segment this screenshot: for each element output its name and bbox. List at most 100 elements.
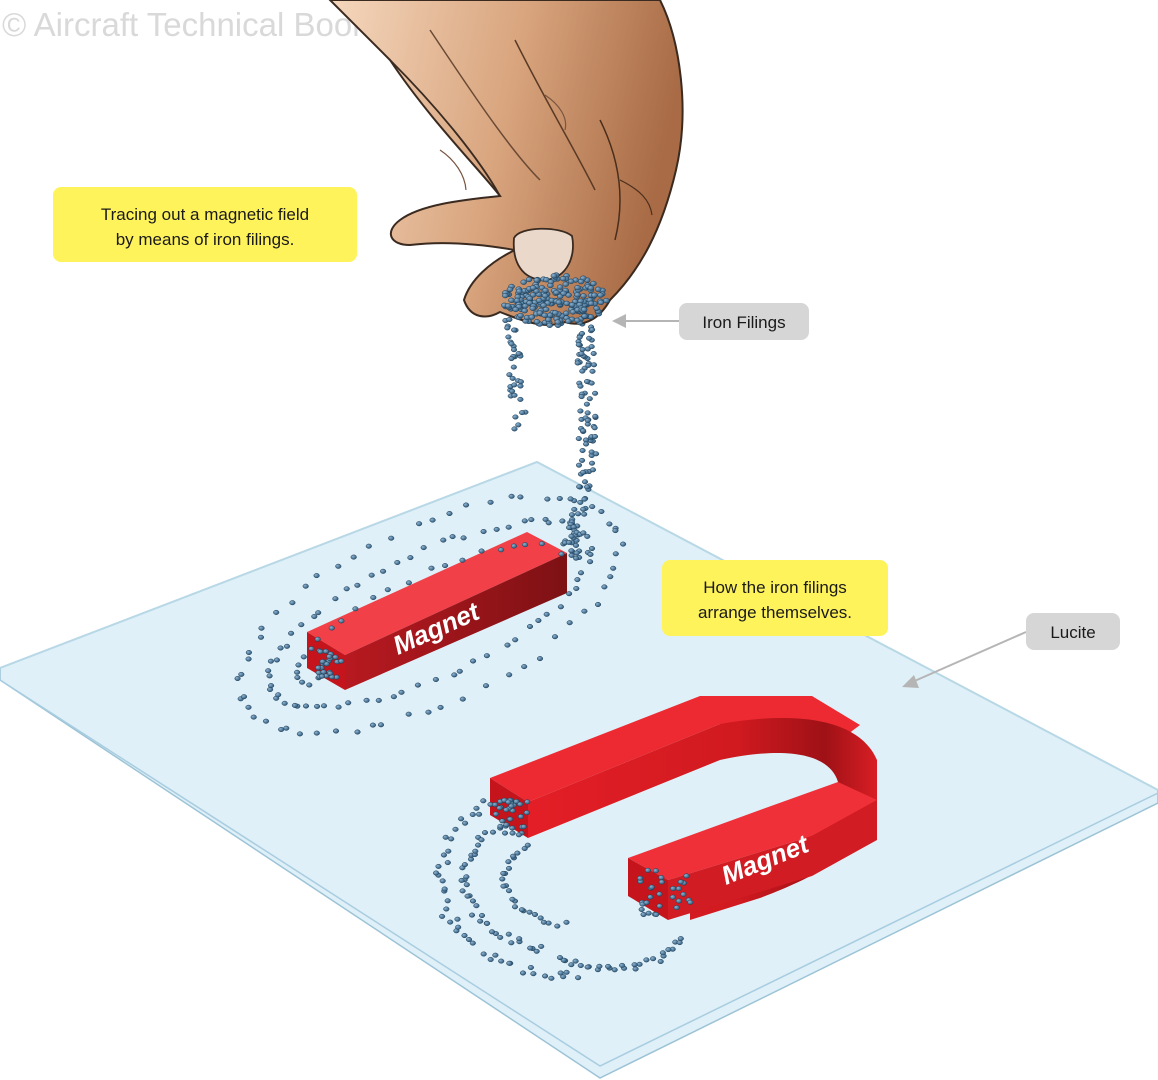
filing xyxy=(508,297,515,303)
filing xyxy=(294,675,301,680)
filing xyxy=(451,672,458,678)
filing xyxy=(506,960,513,966)
filing xyxy=(565,539,573,545)
filing xyxy=(515,288,523,294)
filing xyxy=(545,316,552,323)
filing xyxy=(273,609,280,615)
tracing-callout-line2: by means of iron filings. xyxy=(116,230,295,249)
filing xyxy=(677,879,684,885)
filing xyxy=(515,422,522,428)
filing xyxy=(559,518,566,524)
filing xyxy=(509,825,516,831)
filing xyxy=(578,351,585,357)
filing xyxy=(484,920,491,926)
filing xyxy=(675,898,682,904)
filing xyxy=(588,546,596,551)
filing xyxy=(658,879,665,885)
filing xyxy=(335,563,342,569)
filing xyxy=(320,703,328,709)
filing xyxy=(452,826,459,832)
filing xyxy=(535,297,543,304)
filing xyxy=(509,388,516,394)
filing xyxy=(643,900,650,906)
filing xyxy=(306,682,313,688)
filing xyxy=(469,898,477,904)
filing xyxy=(302,583,309,589)
filing xyxy=(394,560,401,565)
filing xyxy=(584,964,591,970)
filing xyxy=(504,303,512,309)
filing xyxy=(607,574,614,580)
filing xyxy=(533,319,541,325)
filing xyxy=(511,392,518,398)
filing xyxy=(647,894,654,900)
filing xyxy=(268,683,275,689)
filing xyxy=(547,282,554,289)
filing xyxy=(456,668,463,674)
filing xyxy=(517,801,524,807)
filing xyxy=(487,499,494,505)
filing xyxy=(375,697,382,703)
filing xyxy=(510,347,518,353)
filing xyxy=(517,383,524,389)
filing xyxy=(575,975,582,981)
filing xyxy=(506,372,513,378)
tracing-callout: Tracing out a magnetic field by means of… xyxy=(53,187,357,262)
filing xyxy=(460,535,467,541)
filing xyxy=(579,368,586,374)
filing xyxy=(506,672,513,678)
filing xyxy=(557,604,564,610)
filing xyxy=(517,396,524,402)
filing xyxy=(245,650,252,655)
iron-filings xyxy=(234,317,694,981)
filing xyxy=(577,383,584,389)
filing xyxy=(318,673,326,679)
filing xyxy=(584,484,591,490)
filing xyxy=(568,552,575,558)
filing xyxy=(574,284,581,291)
filing xyxy=(449,534,456,540)
filing xyxy=(267,658,274,664)
filing xyxy=(589,368,596,374)
filing xyxy=(288,630,295,636)
filing xyxy=(548,975,555,981)
filing xyxy=(511,904,519,910)
filing xyxy=(273,657,280,663)
filing xyxy=(588,344,595,350)
filing xyxy=(511,327,518,333)
filing xyxy=(509,896,516,902)
filing xyxy=(238,671,245,677)
filing xyxy=(510,543,518,549)
filing xyxy=(529,305,537,311)
filing xyxy=(508,803,515,809)
filing xyxy=(533,948,540,954)
filing xyxy=(499,876,506,882)
filing xyxy=(439,878,446,884)
filing xyxy=(562,310,570,316)
filing xyxy=(670,886,677,891)
filing xyxy=(554,923,561,929)
filing xyxy=(463,502,470,508)
arrange-callout: How the iron filings arrange themselves. xyxy=(662,560,888,636)
filing xyxy=(606,521,613,527)
filing xyxy=(462,820,469,826)
filing xyxy=(577,278,585,285)
filing xyxy=(553,289,560,296)
filing xyxy=(505,799,512,805)
filing xyxy=(508,493,515,499)
filing xyxy=(592,413,599,419)
filing xyxy=(363,697,370,703)
filing xyxy=(523,810,530,816)
filing xyxy=(541,293,549,299)
filing xyxy=(473,805,480,811)
filing xyxy=(583,379,591,384)
filing xyxy=(517,312,524,319)
filing xyxy=(345,700,352,706)
filing xyxy=(580,306,588,313)
filing xyxy=(531,912,539,917)
filing xyxy=(473,903,480,909)
filing xyxy=(590,280,597,287)
filing xyxy=(570,524,577,530)
filing xyxy=(643,957,650,963)
